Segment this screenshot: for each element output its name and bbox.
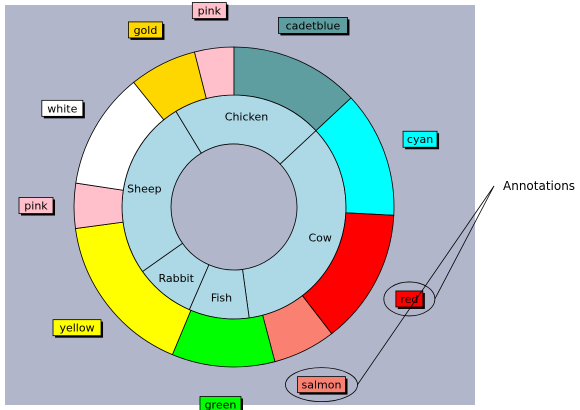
outer-label-gold-7: gold xyxy=(128,21,165,40)
outer-label-white-6: white xyxy=(41,99,85,119)
svg-text:green: green xyxy=(205,399,237,410)
outer-label-cyan-0: cyan xyxy=(402,130,440,150)
outer-slice-cadetblue-9 xyxy=(233,46,352,132)
inner-label-fish: Fish xyxy=(211,292,232,305)
svg-text:gold: gold xyxy=(134,24,158,37)
outer-label-yellow-4: yellow xyxy=(52,319,104,338)
outer-label-red-1: red xyxy=(395,290,425,309)
outer-label-cadetblue-9: cadetblue xyxy=(278,17,350,36)
inner-label-sheep: Sheep xyxy=(127,182,161,195)
annotation-line-0 xyxy=(434,185,495,300)
inner-label-rabbit: Rabbit xyxy=(158,272,194,285)
outer-slice-green-3 xyxy=(171,309,276,368)
annotation-line-1 xyxy=(357,185,495,385)
outer-label-green-3: green xyxy=(199,396,243,410)
outer-label-pink-8: pink xyxy=(191,2,229,21)
svg-text:pink: pink xyxy=(198,5,222,18)
svg-text:cadetblue: cadetblue xyxy=(286,19,341,32)
outer-label-pink-5: pink xyxy=(18,197,56,216)
inner-label-chicken: Chicken xyxy=(225,110,269,123)
outer-slice-pink-5 xyxy=(73,182,124,230)
svg-text:cyan: cyan xyxy=(407,133,433,146)
svg-text:pink: pink xyxy=(24,200,48,213)
outer-label-salmon-2: salmon xyxy=(297,376,348,395)
svg-text:salmon: salmon xyxy=(302,379,342,392)
inner-label-cow: Cow xyxy=(308,232,331,245)
svg-text:yellow: yellow xyxy=(59,322,94,335)
svg-text:white: white xyxy=(47,102,77,115)
annotation-text: Annotations xyxy=(503,179,575,193)
